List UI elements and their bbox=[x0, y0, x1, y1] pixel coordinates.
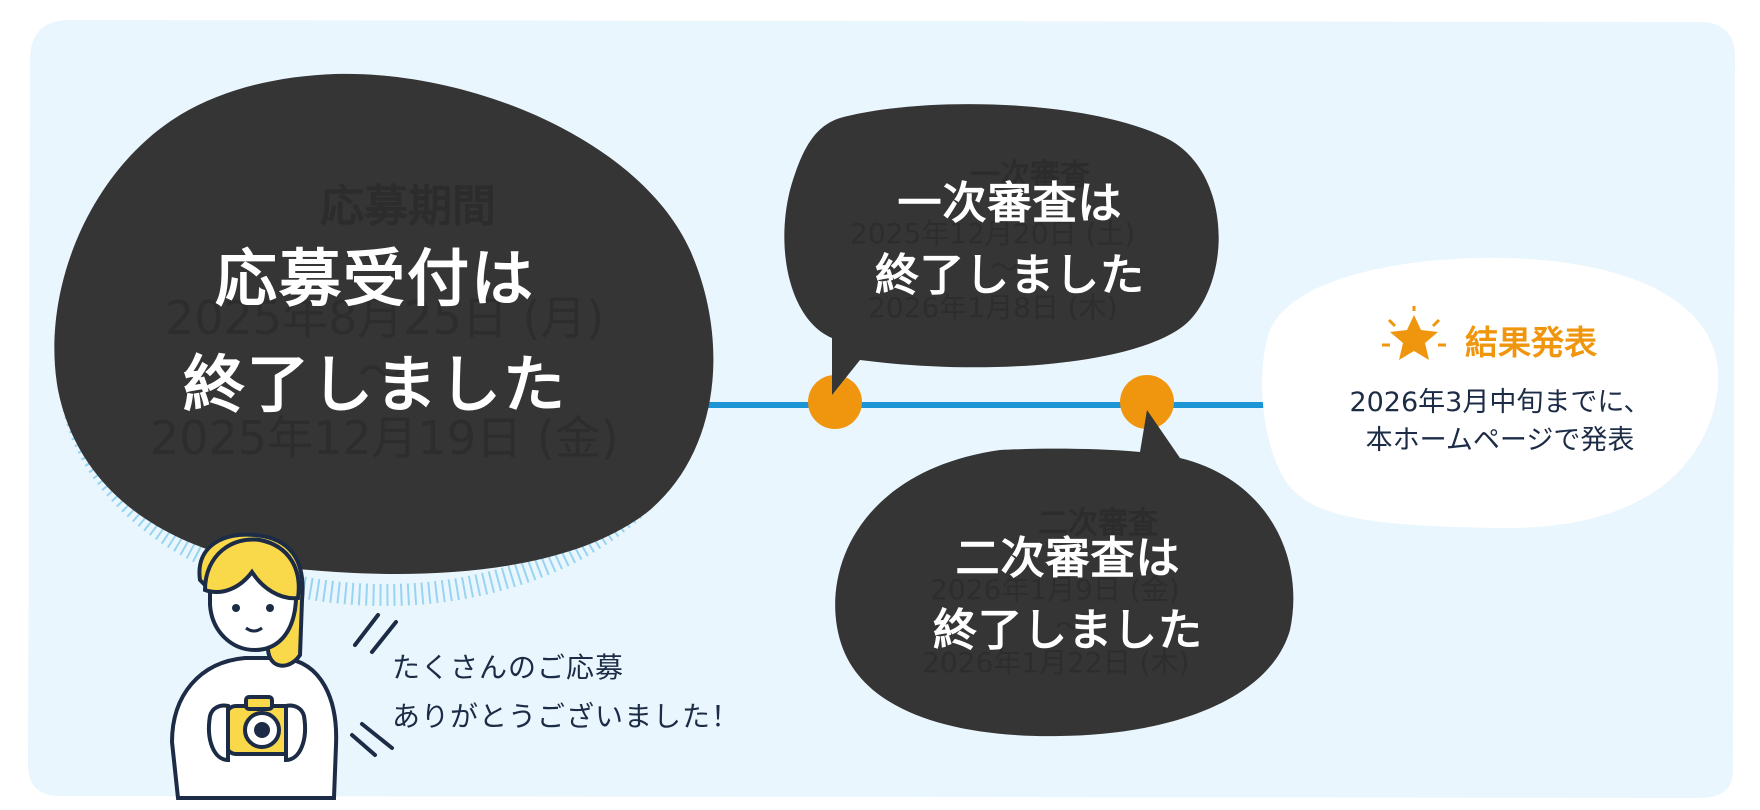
exclamation-strokes bbox=[350, 613, 398, 757]
second-review-closed-bubble bbox=[835, 410, 1294, 737]
milestone-dot-first-review bbox=[808, 375, 862, 429]
application-period-start-date: 2025年8月25日 (月) bbox=[165, 291, 605, 345]
girl-bangs bbox=[202, 537, 301, 601]
application-closed-line2: 終了しました bbox=[182, 348, 567, 421]
application-period-title: 応募期間 bbox=[320, 181, 496, 232]
thanks-message: たくさんのご応募 ありがとうございました！ bbox=[392, 643, 740, 741]
first-review-closed-bubble bbox=[784, 104, 1219, 395]
results-text: 2026年3月中旬までに、 本ホームページで発表 bbox=[1300, 384, 1700, 460]
first-review-start-date: 2025年12月20日 (土) bbox=[850, 217, 1136, 250]
first-review-closed-text: 一次審査は 終了しました bbox=[850, 168, 1170, 312]
second-review-end-date: 2026年1月22日 (木) bbox=[922, 646, 1190, 679]
application-closed-bubble bbox=[54, 73, 714, 574]
second-review-start-date: 2026年1月9日 (金) bbox=[930, 573, 1180, 606]
first-review-end-date: 2026年1月8日 (木) bbox=[868, 291, 1118, 324]
second-review-closed-line1: 二次審査は bbox=[955, 533, 1181, 584]
thanks-line1: たくさんのご応募 bbox=[392, 651, 625, 684]
thanks-line2: ありがとうございました！ bbox=[392, 700, 741, 733]
application-closed-text: 応募受付は 終了しました bbox=[150, 226, 600, 438]
application-period-end-date: 2025年12月19日 (金) bbox=[150, 411, 619, 465]
results-line2: 本ホームページで発表 bbox=[1365, 425, 1635, 456]
second-review-range-mark: 〜 bbox=[1055, 610, 1084, 643]
first-review-closed-line1: 一次審査は bbox=[897, 178, 1123, 229]
results-title: 結果発表 bbox=[1465, 323, 1597, 362]
first-review-closed-line2: 終了しました bbox=[875, 250, 1145, 301]
results-line1: 2026年3月中旬までに、 bbox=[1349, 387, 1651, 418]
girl-with-camera-illustration bbox=[169, 532, 339, 800]
star-burst-icon bbox=[1382, 306, 1446, 360]
first-review-range-mark: 〜 bbox=[990, 251, 1019, 284]
second-review-closed-line2: 終了しました bbox=[933, 605, 1203, 656]
first-review-title: 一次審査 bbox=[970, 158, 1090, 193]
second-review-closed-text: 二次審査は 終了しました bbox=[908, 523, 1228, 667]
results-bubble bbox=[1262, 257, 1719, 529]
second-review-title: 二次審査 bbox=[1038, 506, 1158, 541]
application-closed-line1: 応募受付は bbox=[214, 242, 535, 315]
application-period-range-mark: 〜 bbox=[358, 346, 404, 400]
milestone-dot-second-review bbox=[1120, 375, 1174, 429]
